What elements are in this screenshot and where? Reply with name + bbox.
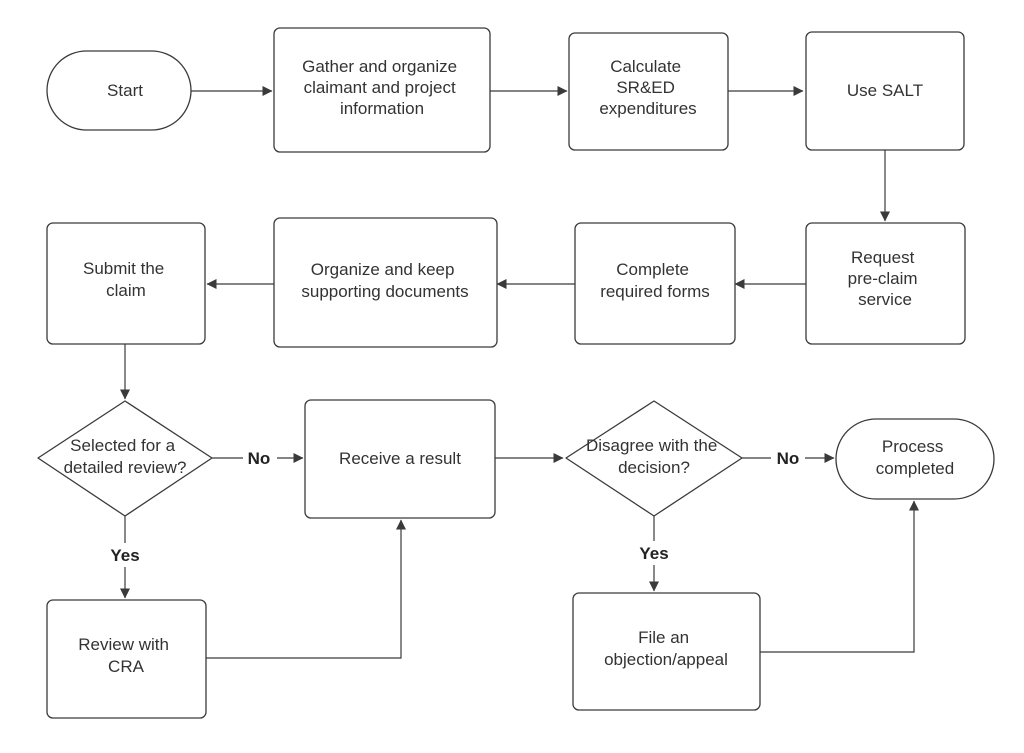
edge-labels: No Yes No Yes — [105, 446, 805, 567]
node-submit-label: Submit the claim — [83, 259, 169, 300]
node-disagree-decision[interactable]: Disagree with the decision? — [565, 400, 743, 517]
edge-label-disagree-yes: Yes — [639, 544, 668, 563]
node-disagree-label: Disagree with the decision? — [586, 436, 722, 477]
node-completed[interactable]: Process completed — [835, 418, 995, 500]
node-completed-label: Process completed — [876, 437, 954, 478]
node-salt[interactable]: Use SALT — [805, 31, 965, 151]
node-start[interactable]: Start — [46, 50, 192, 131]
node-forms-label: Complete required forms — [600, 260, 710, 301]
node-gather-label: Gather and organize claimant and project… — [302, 57, 462, 118]
node-calculate[interactable]: Calculate SR&ED expenditures — [568, 32, 729, 151]
edge-label-selected-no: No — [248, 449, 271, 468]
edge-label-disagree-no: No — [777, 449, 800, 468]
node-receive[interactable]: Receive a result — [304, 399, 496, 519]
edges — [120, 86, 919, 659]
node-receive-label: Receive a result — [339, 449, 461, 468]
node-review[interactable]: Review with CRA — [46, 599, 207, 719]
node-submit[interactable]: Submit the claim — [46, 222, 206, 345]
edge-label-selected-yes: Yes — [110, 546, 139, 565]
edge-review-to-receive — [206, 519, 406, 659]
node-selected-label: Selected for a detailed review? — [64, 436, 187, 477]
node-forms[interactable]: Complete required forms — [574, 222, 736, 345]
node-salt-label: Use SALT — [847, 81, 923, 100]
node-preclaim-label: Request pre-claim service — [848, 248, 923, 309]
node-calculate-label: Calculate SR&ED expenditures — [599, 57, 696, 118]
node-objection[interactable]: File an objection/appeal — [572, 592, 761, 711]
node-start-label: Start — [107, 81, 143, 100]
node-review-label: Review with CRA — [78, 635, 173, 676]
node-docs-label: Organize and keep supporting documents — [301, 260, 468, 301]
node-selected-decision[interactable]: Selected for a detailed review? — [37, 400, 213, 517]
nodes: Start Gather and organize claimant and p… — [37, 27, 995, 719]
node-docs[interactable]: Organize and keep supporting documents — [273, 217, 498, 348]
node-objection-label: File an objection/appeal — [604, 628, 728, 669]
node-preclaim[interactable]: Request pre-claim service — [805, 222, 966, 345]
edge-objection-to-completed — [760, 500, 919, 653]
node-gather[interactable]: Gather and organize claimant and project… — [273, 27, 491, 153]
